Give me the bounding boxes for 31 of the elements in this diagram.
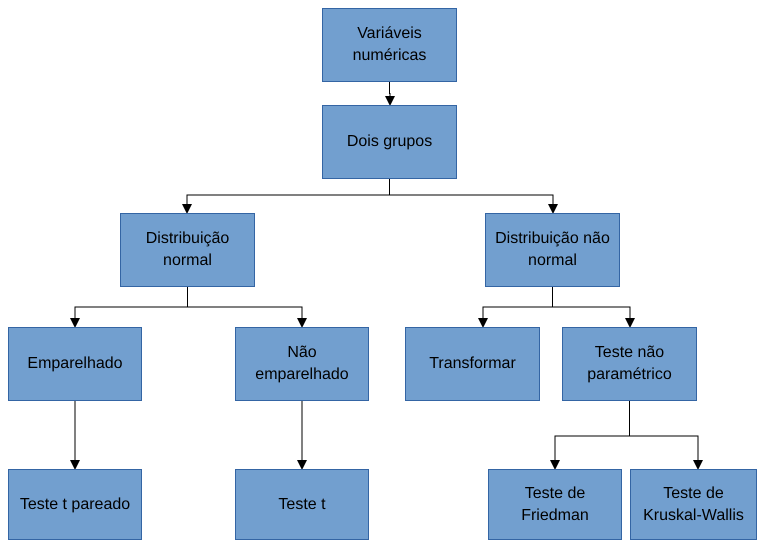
box-label: Teste t bbox=[278, 494, 326, 514]
process-box bbox=[485, 213, 620, 287]
arrow bbox=[389, 178, 558, 214]
arrow bbox=[187, 286, 307, 328]
box-label: Distribuição normal bbox=[144, 229, 230, 271]
arrow bbox=[552, 286, 635, 328]
arrow bbox=[70, 400, 80, 470]
box-label: Teste de Friedman bbox=[520, 484, 590, 526]
arrow bbox=[297, 400, 307, 470]
process-box bbox=[630, 469, 757, 540]
arrow bbox=[385, 82, 395, 106]
process-box bbox=[8, 327, 142, 401]
box-label: Variáveis numéricas bbox=[352, 24, 428, 66]
process-box bbox=[322, 105, 457, 179]
process-box bbox=[120, 213, 255, 287]
process-box bbox=[235, 327, 369, 401]
process-box bbox=[405, 327, 540, 401]
box-label: Distribuição não normal bbox=[494, 229, 611, 271]
process-box bbox=[8, 469, 142, 540]
box-label: Dois grupos bbox=[346, 132, 432, 152]
process-box bbox=[488, 469, 622, 540]
process-box bbox=[562, 327, 697, 401]
box-label: Emparelhado bbox=[27, 354, 123, 374]
box-label: Transformar bbox=[429, 354, 516, 374]
process-box bbox=[322, 8, 457, 82]
box-label: Teste não paramétrico bbox=[586, 343, 673, 385]
process-box bbox=[235, 469, 369, 540]
box-label: Não emparelhado bbox=[254, 343, 350, 385]
arrow bbox=[629, 400, 703, 470]
box-label: Teste de Kruskal-Wallis bbox=[642, 484, 745, 526]
box-label: Teste t pareado bbox=[20, 494, 130, 514]
